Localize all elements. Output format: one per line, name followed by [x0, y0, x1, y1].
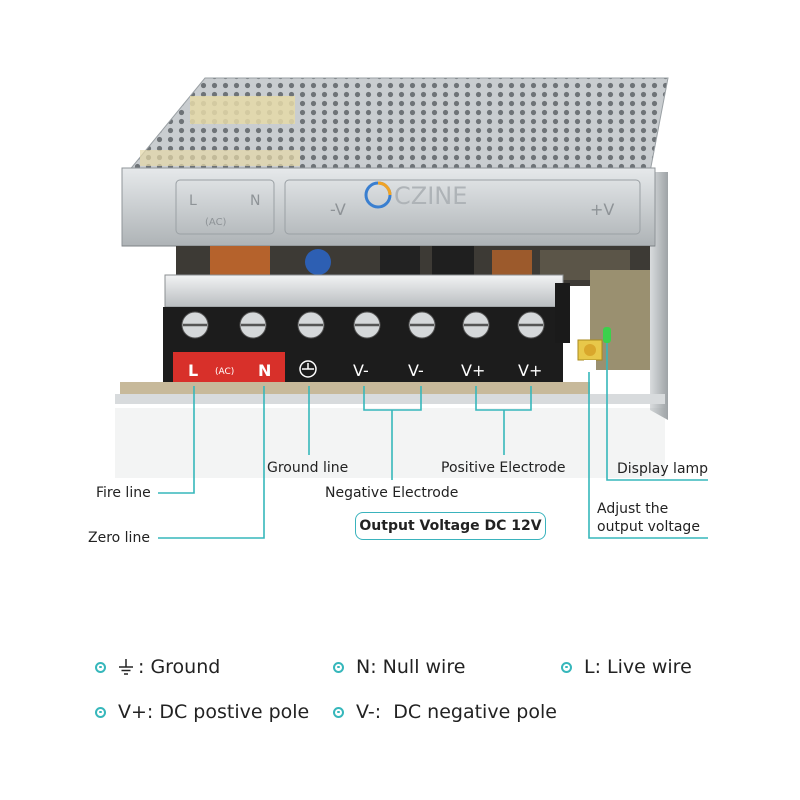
terminal-label-l: L: [188, 361, 198, 380]
legend-null-wire: N: Null wire: [333, 656, 465, 678]
terminal-screws: [181, 311, 545, 339]
casing-mark-l: L: [189, 193, 197, 209]
legend-dc-positive: V+: DC postive pole: [95, 701, 309, 723]
ground-symbol-icon: [119, 659, 133, 675]
bullet-icon: [561, 661, 572, 673]
bullet-icon: [95, 706, 106, 718]
casing-mark-pos: +V: [590, 200, 614, 219]
display-lamp-label: Display lamp: [617, 461, 709, 477]
casing-mark-n: N: [250, 193, 260, 209]
terminal-label-n: N: [258, 361, 271, 380]
terminal-screw: [181, 311, 209, 339]
adjust-connector: [588, 372, 708, 539]
terminal-screw: [408, 311, 436, 339]
terminal-label-v-plus-2: V+: [518, 361, 542, 380]
zero-line-label: Zero line: [88, 530, 150, 546]
ground-line-label: Ground line: [267, 460, 349, 476]
ground-terminal-icon: [299, 360, 317, 378]
adjust-voltage-label-line2: output voltage: [597, 519, 700, 535]
bullet-icon: [333, 661, 344, 673]
legend-null-wire-text: N: Null wire: [356, 656, 466, 678]
display-lamp-led: [603, 327, 611, 343]
casing-top: [126, 77, 669, 173]
bullet-icon: [333, 706, 344, 718]
output-voltage-box: Output Voltage DC 12V: [355, 512, 546, 540]
terminal-labels: L (AC) N V- V- V+ V+: [188, 360, 542, 380]
casing-markings: L N (AC) -V +V: [189, 193, 614, 228]
terminal-label-v-minus-1: V-: [353, 361, 369, 380]
callout-lines: [158, 343, 708, 539]
legend-ground-text: : Ground: [138, 656, 221, 678]
adjust-potentiometer: [577, 339, 603, 372]
positive-electrode-label: Positive Electrode: [441, 460, 566, 476]
legend-ground: : Ground: [95, 656, 220, 678]
casing-mark-neg: -V: [330, 200, 346, 219]
zero-line-connector: [158, 386, 265, 539]
bullet-icon: [95, 661, 106, 673]
reflection: [115, 408, 665, 478]
fire-line-connector: [158, 386, 195, 494]
casing-mark-ac: (AC): [205, 217, 227, 228]
output-voltage-label: Output Voltage DC 12V: [359, 518, 542, 534]
terminal-screw: [517, 311, 545, 339]
fire-line-label: Fire line: [96, 485, 151, 501]
terminal-screw: [239, 311, 267, 339]
display-lamp-connector: [606, 343, 708, 481]
brand-logo: CZINE: [364, 181, 467, 210]
brand-logo-text: CZINE: [394, 182, 467, 210]
legend-dc-negative-text: V-: DC negative pole: [356, 701, 557, 723]
casing-front: [121, 167, 656, 247]
legend-dc-positive-text: V+: DC postive pole: [118, 701, 310, 723]
negative-electrode-label: Negative Electrode: [325, 485, 459, 501]
terminal-label-v-plus-1: V+: [461, 361, 485, 380]
terminal-screw: [462, 311, 490, 339]
legend-dc-negative: V-: DC negative pole: [333, 701, 557, 723]
terminal-label-ac: (AC): [215, 367, 234, 377]
legend-live-wire: L: Live wire: [561, 656, 692, 678]
legend-live-wire-text: L: Live wire: [584, 656, 692, 678]
terminal-screw: [297, 311, 325, 339]
terminal-screw: [353, 311, 381, 339]
adjust-voltage-label-line1: Adjust the: [597, 501, 669, 517]
terminal-label-v-minus-2: V-: [408, 361, 424, 380]
